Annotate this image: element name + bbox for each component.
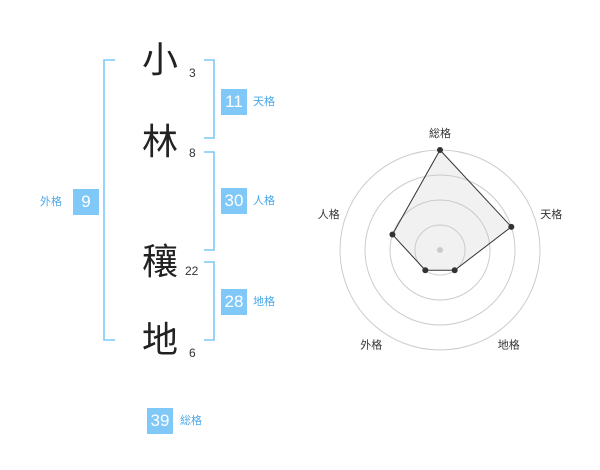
chikaku-label: 地格	[253, 295, 275, 308]
gaikaku-label: 外格	[40, 195, 62, 208]
radar-point-4	[422, 267, 429, 274]
stroke-count-1: 3	[189, 66, 196, 80]
radar-point-5	[389, 231, 396, 238]
jinkaku-bracket	[204, 151, 215, 251]
stroke-count-2: 8	[189, 146, 196, 160]
radar-point-1	[437, 147, 443, 153]
soukaku-label: 総格	[180, 414, 202, 427]
name-char-1: 小	[142, 40, 179, 81]
stroke-count-3: 22	[185, 264, 199, 278]
radar-axis-label-4: 外格	[360, 338, 382, 352]
radar-grid-ring	[364, 174, 516, 326]
tenkaku-label: 天格	[253, 95, 275, 108]
name-char-4: 地	[142, 320, 179, 361]
tenkaku-value-badge: 11	[221, 89, 247, 115]
gaikaku-value-badge: 9	[73, 189, 99, 215]
radar-axis-label-1: 総格	[429, 126, 451, 140]
radar-point-3	[451, 267, 458, 274]
jinkaku-value-badge: 30	[221, 188, 247, 214]
tenkaku-bracket	[204, 59, 215, 139]
chikaku-value-badge: 28	[221, 289, 247, 315]
radar-axis-label-2: 天格	[540, 207, 562, 221]
name-char-3: 穰	[142, 242, 179, 283]
radar-grid-ring	[414, 224, 466, 276]
radar-axis-label-5: 人格	[318, 207, 340, 221]
radar-grid-ring	[389, 199, 491, 301]
radar-point-2	[508, 223, 515, 230]
jinkaku-label: 人格	[253, 194, 275, 207]
gaikaku-bracket	[103, 59, 115, 341]
radar-axis-label-3: 地格	[498, 338, 520, 352]
radar-center-dot	[437, 247, 443, 253]
soukaku-value-badge: 39	[147, 408, 173, 434]
name-char-2: 林	[142, 122, 179, 163]
stroke-count-4: 6	[189, 346, 196, 360]
radar-value-polygon	[391, 149, 513, 271]
chikaku-bracket	[204, 261, 215, 341]
